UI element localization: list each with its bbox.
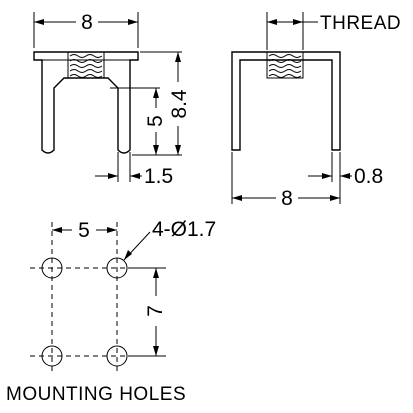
arrowhead [128, 19, 138, 25]
mounting-hole [41, 257, 63, 279]
mounting-holes-title: MOUNTING HOLES [6, 384, 186, 405]
arrowhead [293, 19, 303, 25]
arrowhead [175, 145, 181, 155]
mounting-holes: 5 4-Ø1.7 7 MOUNTING HOLES [6, 218, 216, 405]
arrowhead [340, 173, 350, 179]
arrowhead [153, 145, 159, 155]
arrowhead [34, 19, 44, 25]
terminal-front-outline [33, 51, 139, 154]
front-view: 8 8.4 5 1.5 [33, 11, 191, 188]
arrowhead [108, 173, 118, 179]
side-view: THREAD 8 0.8 [231, 12, 401, 210]
front-width-label: 8 [81, 11, 93, 34]
mounting-hole [41, 345, 63, 367]
terminal-side-outline [231, 51, 341, 151]
spacing-x-label: 5 [78, 219, 90, 242]
arrowhead [330, 195, 340, 201]
arrowhead [153, 88, 159, 98]
arrowhead [124, 250, 132, 260]
arrowhead [232, 195, 242, 201]
pin-gap-label: 1.5 [144, 165, 173, 188]
thread-insert [67, 51, 105, 79]
mounting-hole [106, 345, 128, 367]
hole-size-label: 4-Ø1.7 [152, 218, 216, 241]
arrowhead [130, 173, 140, 179]
mounting-hole [106, 257, 128, 279]
arrowhead [153, 346, 159, 356]
arrowhead [175, 52, 181, 62]
slot-depth-label: 5 [144, 115, 167, 127]
thread-lines [69, 54, 103, 78]
arrowhead [322, 173, 332, 179]
thickness-label: 0.8 [354, 165, 383, 188]
arrowhead [107, 227, 117, 233]
front-height-label: 8.4 [168, 89, 191, 119]
spacing-y-label: 7 [144, 305, 167, 317]
side-thread-insert [266, 51, 304, 79]
arrowhead [52, 227, 62, 233]
arrowhead [267, 19, 277, 25]
thread-label: THREAD [320, 13, 401, 34]
side-thread-lines [268, 54, 302, 78]
arrowhead [153, 268, 159, 278]
side-width-label: 8 [281, 187, 293, 210]
